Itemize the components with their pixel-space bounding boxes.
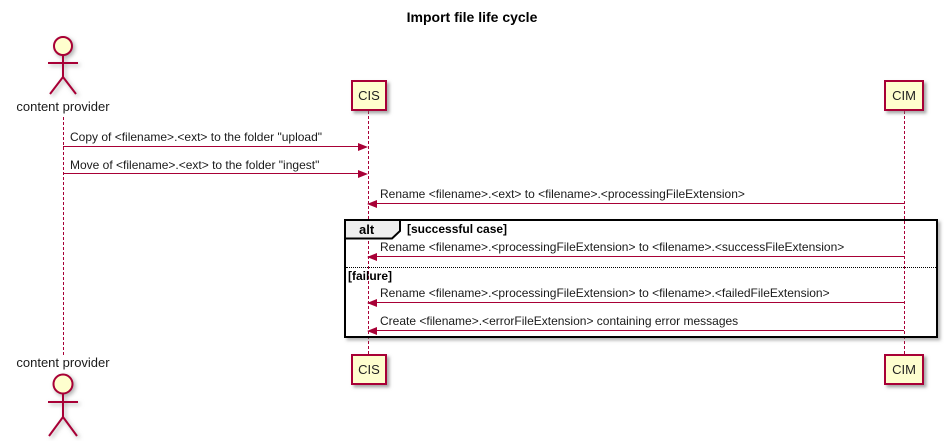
- message-label: Rename <filename>.<ext> to <filename>.<p…: [380, 187, 745, 201]
- actor-icon: [48, 36, 78, 95]
- message-label: Create <filename>.<errorFileExtension> c…: [380, 314, 739, 328]
- alt-pentagon-icon: [344, 219, 401, 240]
- participant-cis-bottom: CIS: [351, 354, 387, 385]
- message-label: Copy of <filename>.<ext> to the folder "…: [70, 130, 323, 144]
- message-line: [377, 203, 904, 204]
- participant-cim-top: CIM: [884, 80, 924, 111]
- participant-cis-top: CIS: [351, 80, 387, 111]
- participant-cim-bottom: CIM: [884, 354, 924, 385]
- diagram-title: Import file life cycle: [406, 9, 538, 25]
- guard-failure: [failure]: [348, 269, 393, 283]
- message-label: Rename <filename>.<processingFileExtensi…: [380, 286, 830, 300]
- message-line: [63, 173, 358, 174]
- message-line: [377, 256, 904, 257]
- message-line: [377, 302, 904, 303]
- actor-label-top: content provider: [16, 99, 110, 114]
- message-line: [377, 330, 904, 331]
- arrowhead-right-icon: [358, 170, 368, 178]
- arrowhead-left-icon: [367, 253, 377, 261]
- arrowhead-left-icon: [367, 327, 377, 335]
- alt-operator-label: alt: [359, 222, 375, 237]
- arrowhead-right-icon: [358, 143, 368, 151]
- lifeline-cim: [903, 111, 905, 354]
- lifeline-content-provider: [62, 117, 64, 355]
- message-line: [63, 146, 358, 147]
- fragment-divider: [346, 267, 936, 268]
- arrowhead-left-icon: [367, 299, 377, 307]
- actor-icon: [48, 373, 78, 437]
- alt-fragment: alt [successful case] [failure]: [344, 219, 938, 338]
- message-label: Rename <filename>.<processingFileExtensi…: [380, 240, 845, 254]
- actor-label-bottom: content provider: [16, 355, 110, 370]
- message-label: Move of <filename>.<ext> to the folder "…: [70, 158, 320, 172]
- guard-successful-case: [successful case]: [407, 222, 508, 236]
- arrowhead-left-icon: [367, 200, 377, 208]
